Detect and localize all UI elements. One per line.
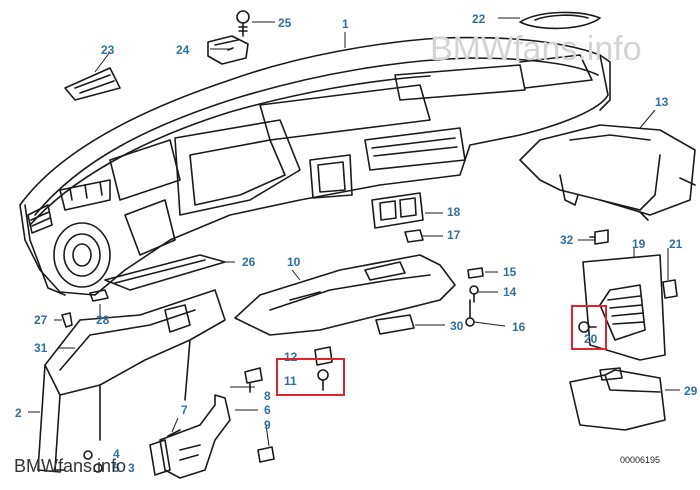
clip-21-part bbox=[662, 279, 678, 299]
callout-11: 11 bbox=[284, 374, 297, 388]
fastener-11-part bbox=[314, 346, 333, 391]
switch-block-18-part bbox=[371, 192, 424, 229]
screw-8-part bbox=[244, 367, 263, 393]
highlight-box-20 bbox=[571, 305, 607, 350]
nut-15-part bbox=[467, 267, 484, 279]
callout-10: 10 bbox=[287, 255, 301, 269]
screw-25-part bbox=[236, 10, 250, 37]
screw-9-part bbox=[257, 446, 275, 463]
callout-24: 24 bbox=[176, 43, 190, 57]
clip-27-part bbox=[61, 312, 73, 328]
leader-lines bbox=[28, 17, 680, 447]
callout-17: 17 bbox=[447, 228, 461, 242]
callout-14: 14 bbox=[503, 285, 517, 299]
box-29-part bbox=[569, 367, 666, 431]
callout-19: 19 bbox=[632, 237, 646, 251]
callout-20: 20 bbox=[584, 332, 598, 346]
callout-22: 22 bbox=[472, 12, 486, 26]
clip-17-part bbox=[404, 229, 424, 243]
fastener-4-part bbox=[83, 450, 103, 473]
side-panel-19-part bbox=[582, 254, 666, 361]
left-side-vent-part bbox=[27, 204, 53, 234]
glovebox-31-part bbox=[37, 289, 226, 473]
watermark-top: BMWfans.info bbox=[430, 30, 642, 68]
speaker-cover-22-part bbox=[519, 11, 601, 30]
screw-14-part bbox=[469, 285, 479, 303]
callout-6: 6 bbox=[264, 403, 271, 417]
bracket-6-part bbox=[149, 394, 231, 479]
watermark-bottom: BMWfans.info bbox=[14, 456, 127, 476]
bracket-24-part bbox=[207, 35, 249, 65]
speaker-grille-23-part bbox=[64, 67, 121, 101]
callout-23: 23 bbox=[101, 43, 115, 57]
dashboard-body-part bbox=[19, 36, 611, 296]
clip-32-part bbox=[589, 229, 609, 245]
lower-panel-10-part bbox=[234, 254, 456, 336]
callout-27: 27 bbox=[34, 313, 48, 327]
callout-8: 8 bbox=[264, 389, 271, 403]
callout-12: 12 bbox=[284, 350, 298, 364]
callout-4: 4 bbox=[113, 447, 120, 461]
reference-number: 00006195 bbox=[620, 455, 661, 465]
callout-21: 21 bbox=[669, 237, 683, 251]
callout-26: 26 bbox=[242, 255, 256, 269]
callout-1: 1 bbox=[342, 17, 349, 31]
trim-panel-13-part bbox=[519, 124, 696, 221]
pin-7-part bbox=[167, 429, 181, 437]
callout-13: 13 bbox=[655, 95, 669, 109]
highlight-box-11-12 bbox=[276, 358, 345, 396]
callout-25: 25 bbox=[278, 16, 292, 30]
callout-3: 3 bbox=[128, 461, 135, 475]
push-clip-20-part bbox=[578, 321, 597, 333]
callout-15: 15 bbox=[503, 265, 517, 279]
callout-18: 18 bbox=[447, 205, 461, 219]
callout-9: 9 bbox=[264, 418, 271, 432]
callout-16: 16 bbox=[512, 320, 526, 334]
callout-28: 28 bbox=[96, 313, 110, 327]
callout-29: 29 bbox=[684, 384, 698, 398]
clip-16-part bbox=[375, 299, 475, 335]
callout-32: 32 bbox=[560, 233, 574, 247]
callout-31: 31 bbox=[34, 341, 48, 355]
callout-30: 30 bbox=[450, 319, 464, 333]
round-vent-part bbox=[53, 222, 111, 288]
clip-28-part bbox=[89, 289, 109, 302]
callout-5: 5 bbox=[113, 461, 120, 475]
callout-2: 2 bbox=[15, 406, 22, 420]
callout-7: 7 bbox=[181, 403, 188, 417]
